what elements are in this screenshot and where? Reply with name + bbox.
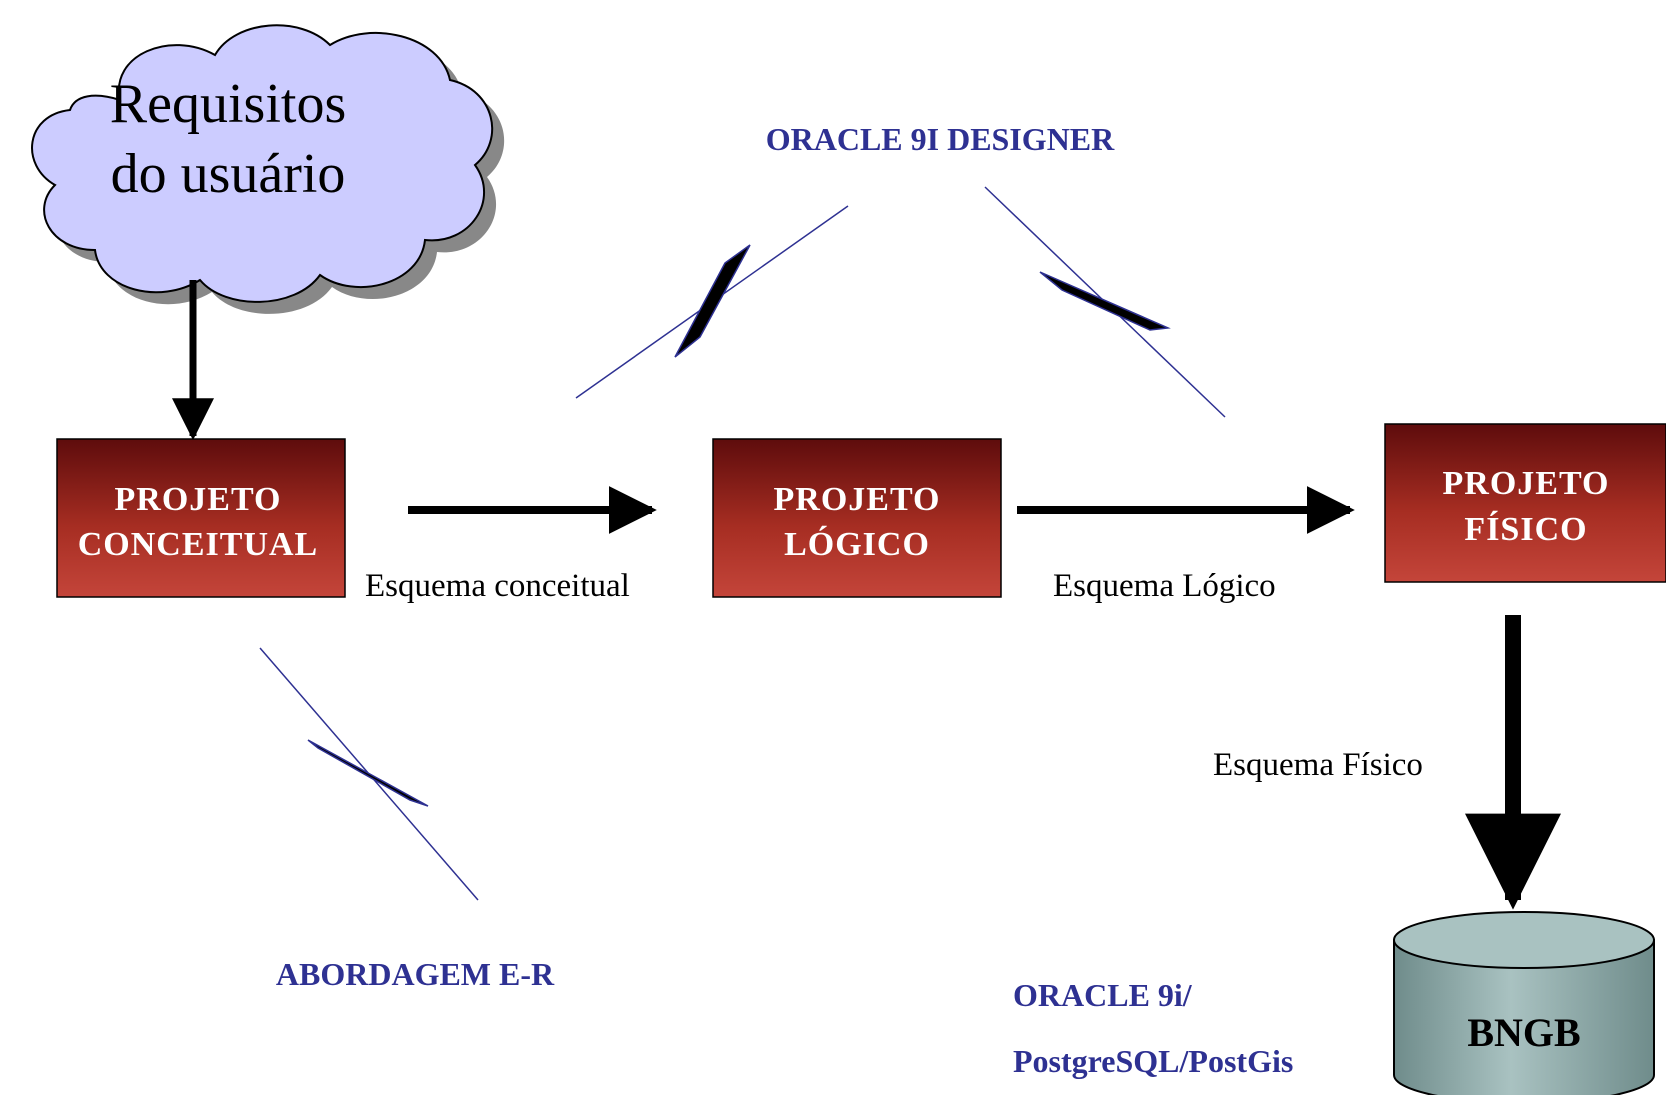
database-top	[1393, 911, 1655, 969]
flow-label-conceitual: Esquema conceitual	[365, 568, 630, 604]
tool-label-abordagem: ABORDAGEM E-R	[276, 956, 555, 992]
cloud-label-line1: Requisitos	[110, 73, 346, 135]
box-projeto-conceitual: PROJETO CONCEITUAL	[56, 438, 346, 598]
flow-label-logico: Esquema Lógico	[1053, 568, 1276, 604]
box-fisico-line2: FÍSICO	[1464, 511, 1587, 548]
database-body	[1393, 939, 1655, 1095]
database-cylinder: BNGB	[1393, 911, 1655, 1095]
lightning-abordagem	[259, 647, 479, 901]
tool-label-designer: ORACLE 9I DESIGNER	[766, 121, 1115, 157]
requirements-cloud: Requisitos do usuário	[31, 24, 505, 314]
box-fisico-line1: PROJETO	[1443, 465, 1610, 502]
box-logico-line1: PROJETO	[774, 481, 941, 518]
box-logico-line2: LÓGICO	[784, 525, 930, 563]
database-label: BNGB	[1467, 1010, 1580, 1055]
tool-label-dbms-line2: PostgreSQL/PostGis	[1013, 1043, 1293, 1079]
tool-label-dbms-line1: ORACLE 9i/	[1013, 977, 1193, 1013]
cloud-label-line2: do usuário	[111, 143, 346, 205]
flow-label-fisico: Esquema Físico	[1213, 747, 1423, 783]
box-fisico-rect	[1384, 423, 1666, 583]
box-conceitual-line1: PROJETO	[115, 481, 282, 518]
box-projeto-fisico: PROJETO FÍSICO	[1384, 423, 1666, 583]
lightning-designer-right	[984, 186, 1226, 418]
lightning-designer-left	[575, 205, 849, 399]
box-logico-rect	[712, 438, 1002, 598]
box-projeto-logico: PROJETO LÓGICO	[712, 438, 1002, 598]
cloud-shape	[31, 24, 494, 303]
box-conceitual-line2: CONCEITUAL	[78, 526, 318, 563]
box-conceitual-rect	[56, 438, 346, 598]
